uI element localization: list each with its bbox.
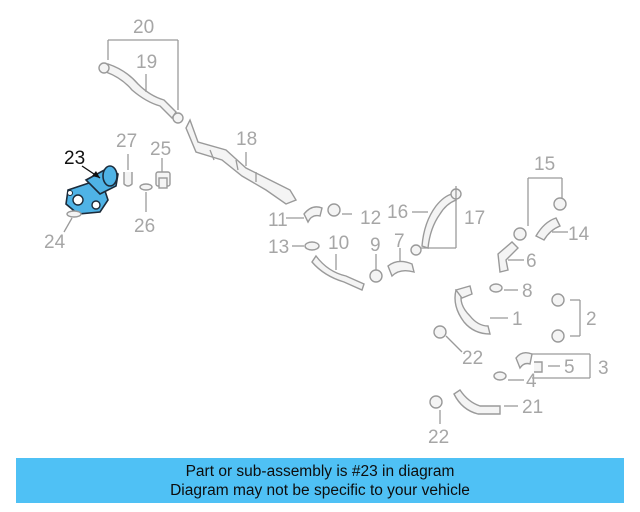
part-26-washer[interactable] xyxy=(139,183,153,191)
part-15-clamp-b[interactable] xyxy=(513,227,527,241)
part-2-clamp-b[interactable] xyxy=(551,329,565,343)
parts-diagram: 20 19 18 27 25 23 26 24 11 12 13 10 9 7 … xyxy=(44,17,609,448)
callout-27: 27 xyxy=(116,131,137,152)
callout-26: 26 xyxy=(134,216,155,237)
callout-18: 18 xyxy=(236,129,257,150)
callout-14: 14 xyxy=(568,224,590,245)
part-13-clamp[interactable] xyxy=(304,241,320,251)
callout-15: 15 xyxy=(534,154,555,175)
callout-8: 8 xyxy=(522,281,533,302)
part-24-o-ring[interactable] xyxy=(66,210,82,218)
part-22-clamp-b[interactable] xyxy=(429,395,443,409)
callout-20: 20 xyxy=(133,17,154,38)
callout-11: 11 xyxy=(268,210,288,231)
part-4-o-ring[interactable] xyxy=(493,371,507,381)
callout-3: 3 xyxy=(598,358,609,379)
part-12-clamp[interactable] xyxy=(327,203,341,217)
part-22-clamp-a[interactable] xyxy=(433,325,447,339)
part-5-clip[interactable] xyxy=(534,361,543,373)
part-6-fitting[interactable] xyxy=(497,241,519,273)
callout-23: 23 xyxy=(64,148,85,169)
part-2-clamp-a[interactable] xyxy=(551,293,565,307)
callout-1: 1 xyxy=(512,309,523,330)
callout-25: 25 xyxy=(150,139,171,160)
highlighted-part-23[interactable] xyxy=(65,165,119,215)
part-21-hose[interactable] xyxy=(453,389,501,415)
part-18-pipe[interactable] xyxy=(185,118,298,205)
callout-13: 13 xyxy=(268,237,289,258)
part-10-hose[interactable] xyxy=(311,254,365,291)
callout-7: 7 xyxy=(394,231,405,252)
callout-16: 16 xyxy=(387,202,408,223)
callout-6: 6 xyxy=(526,251,537,272)
part-11-hose[interactable] xyxy=(303,206,323,224)
part-9-clamp[interactable] xyxy=(369,269,383,283)
part-25-sensor[interactable] xyxy=(155,171,171,189)
callout-17: 17 xyxy=(464,208,485,229)
part-7-hose[interactable] xyxy=(387,260,415,278)
part-20-clamp-a[interactable] xyxy=(98,62,110,74)
part-19-hose[interactable] xyxy=(105,63,177,120)
part-27-clip[interactable] xyxy=(123,172,133,187)
callout-24: 24 xyxy=(44,232,66,253)
part-15-clamp-a[interactable] xyxy=(553,197,567,211)
callout-9: 9 xyxy=(370,235,381,256)
banner-line-part: Part or sub-assembly is #23 in diagram xyxy=(185,463,455,480)
callout-22-b: 22 xyxy=(428,427,449,448)
callout-2: 2 xyxy=(586,309,597,330)
info-banner: Part or sub-assembly is #23 in diagram D… xyxy=(16,458,624,503)
callout-4: 4 xyxy=(526,371,537,392)
callout-5: 5 xyxy=(564,357,575,378)
callout-12: 12 xyxy=(360,208,381,229)
part-14-hose[interactable] xyxy=(535,217,561,241)
callout-10: 10 xyxy=(328,233,349,254)
callout-21: 21 xyxy=(522,397,543,418)
part-16-hose[interactable] xyxy=(421,193,458,249)
part-17-clamp-b[interactable] xyxy=(410,244,422,256)
banner-line-disclaimer: Diagram may not be specific to your vehi… xyxy=(170,482,470,499)
part-8-o-ring[interactable] xyxy=(489,283,503,293)
part-3-fitting[interactable] xyxy=(515,351,533,370)
callout-22-a: 22 xyxy=(462,348,483,369)
callout-19: 19 xyxy=(136,52,157,73)
part-20-clamp-b[interactable] xyxy=(172,112,184,124)
